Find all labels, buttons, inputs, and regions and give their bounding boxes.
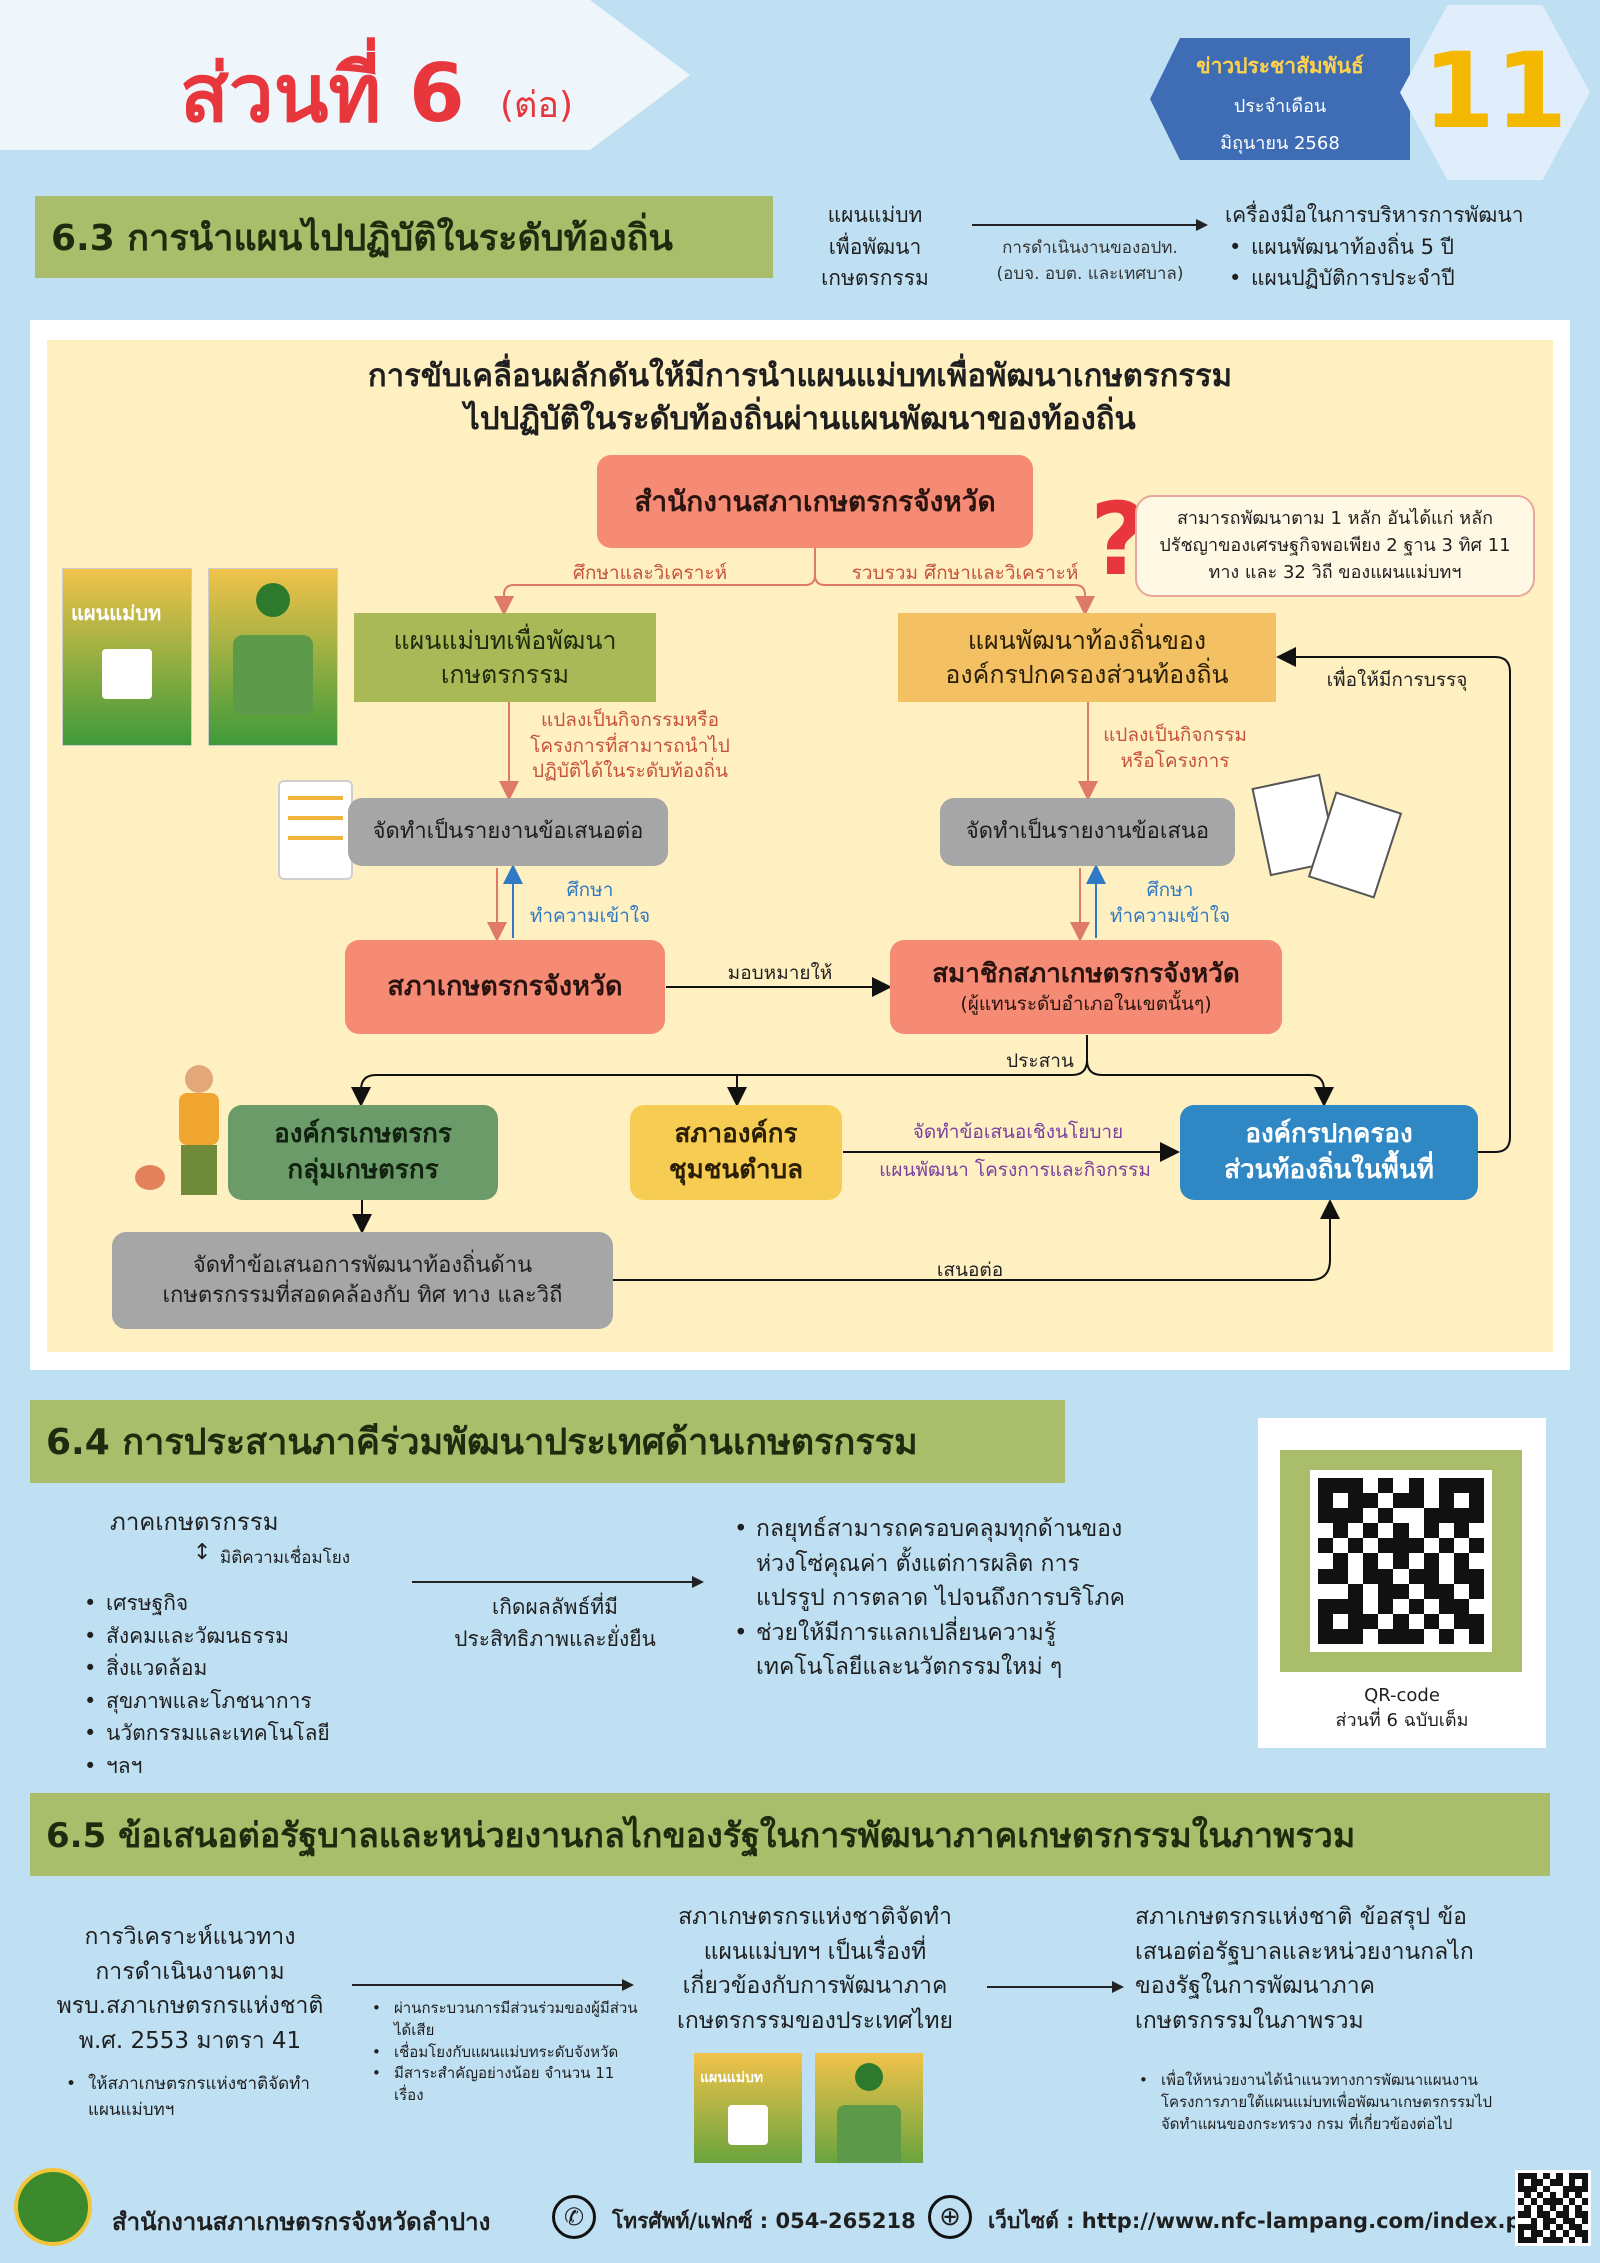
list-item: กลยุทธ์สามารถครอบคลุมทุกด้านของห่วงโซ่คุ… bbox=[730, 1512, 1130, 1616]
list-item: เชื่อมโยงกับแผนแม่บทระดับจังหวัด bbox=[368, 2042, 638, 2064]
label-convert-left: แปลงเป็นกิจกรรมหรือ โครงการที่สามารถนำไป… bbox=[530, 709, 730, 783]
s63-source: แผนแม่บท เพื่อพัฒนา เกษตรกรรม bbox=[821, 203, 929, 290]
council-member-box: สมาชิกสภาเกษตรกรจังหวัด (ผู้แทนระดับอำเภ… bbox=[890, 940, 1282, 1034]
label-study-analyze: ศึกษาและวิเคราะห์ bbox=[572, 562, 728, 584]
list-item: สิ่งแวดล้อม bbox=[80, 1652, 410, 1685]
label-coordinate: ประสาน bbox=[1006, 1050, 1074, 1072]
local-gov-box: องค์กรปกครอง ส่วนท้องถิ่นในพื้นที่ bbox=[1180, 1105, 1478, 1200]
label-propose: เสนอต่อ bbox=[936, 1259, 1004, 1281]
community-council-box: สภาองค์กร ชุมชนตำบล bbox=[630, 1105, 842, 1200]
master-plan-box: แผนแม่บทเพื่อพัฒนา เกษตรกรรม bbox=[354, 613, 656, 702]
s63-arrow bbox=[972, 219, 1208, 231]
council-member-sub: (ผู้แทนระดับอำเภอในเขตนั้นๆ) bbox=[960, 992, 1212, 1015]
label-convert-right: แปลงเป็นกิจกรรม หรือโครงการ bbox=[1103, 724, 1247, 772]
label-study-right: ศึกษา ทำความเข้าใจ bbox=[1109, 879, 1231, 927]
phone-icon: ✆ bbox=[552, 2195, 596, 2239]
section-6-3-heading: 6.3 การนำแผนไปปฏิบัติในระดับท้องถิ่น bbox=[35, 196, 773, 278]
s64-outcomes: กลยุทธ์สามารถครอบคลุมทุกด้านของห่วงโซ่คุ… bbox=[730, 1512, 1130, 1685]
s64-dimensions: เศรษฐกิจ สังคมและวัฒนธรรม สิ่งแวดล้อม สุ… bbox=[80, 1587, 410, 1782]
footer-website[interactable]: เว็บไซต์ : http://www.nfc-lampang.com/in… bbox=[988, 2209, 1551, 2233]
s63-tools-title: เครื่องมือในการบริหารการพัฒนา bbox=[1225, 203, 1524, 227]
list-item: ฯลฯ bbox=[80, 1750, 410, 1783]
list-item: แผนพัฒนาท้องถิ่น 5 ปี bbox=[1225, 232, 1595, 264]
book-title: แผนแม่บท bbox=[71, 601, 162, 625]
label-include: เพื่อให้มีการบรรจุ bbox=[1326, 669, 1468, 691]
flow-title-line1: การขับเคลื่อนผลักดันให้มีการนำแผนแม่บทเพ… bbox=[367, 358, 1233, 394]
qr-code[interactable] bbox=[1310, 1470, 1492, 1652]
list-item: เศรษฐกิจ bbox=[80, 1587, 410, 1620]
footer bbox=[0, 2163, 1600, 2263]
news-month: มิถุนายน 2568 bbox=[1220, 133, 1340, 154]
list-item: ให้สภาเกษตรกรแห่งชาติจัดทำแผนแม่บทฯ bbox=[62, 2072, 332, 2123]
label-assign: มอบหมายให้ bbox=[727, 962, 833, 984]
section-6-5-heading: 6.5 ข้อเสนอต่อรัฐบาลและหน่วยงานกลไกของรั… bbox=[30, 1793, 1550, 1876]
s65-analysis: การวิเคราะห์แนวทาง การดำเนินงานตาม พรบ.ส… bbox=[56, 1924, 324, 2054]
s65-process-list: ผ่านกระบวนการมีส่วนร่วมของผู้มีส่วนได้เส… bbox=[368, 1998, 638, 2107]
updown-arrow-icon: ↕ bbox=[193, 1540, 212, 1565]
globe-icon: ⊕ bbox=[928, 2195, 972, 2239]
plan-book-cover bbox=[208, 568, 338, 746]
report-left-box: จัดทำเป็นรายงานข้อเสนอต่อ bbox=[348, 798, 668, 866]
s64-arrow bbox=[412, 1576, 704, 1588]
s63-tools: เครื่องมือในการบริหารการพัฒนา แผนพัฒนาท้… bbox=[1225, 200, 1595, 295]
provincial-office-box: สำนักงานสภาเกษตรกรจังหวัด bbox=[597, 455, 1033, 548]
list-item: เพื่อให้หน่วยงานได้นำแนวทางการพัฒนาแผนงา… bbox=[1135, 2070, 1515, 2135]
farmer-org-box: องค์กรเกษตรกร กลุ่มเกษตรกร bbox=[228, 1105, 498, 1200]
flow-title-line2: ไปปฏิบัติในระดับท้องถิ่นผ่านแผนพัฒนาของท… bbox=[464, 401, 1136, 438]
master-plan-book-cover: แผนแม่บท bbox=[62, 568, 192, 746]
label-study-left: ศึกษา ทำความเข้าใจ bbox=[529, 879, 651, 927]
s65-arrow-2 bbox=[987, 1981, 1124, 1993]
hen-icon bbox=[135, 1165, 165, 1190]
list-item: นวัตกรรมและเทคโนโลยี bbox=[80, 1717, 410, 1750]
list-item: สังคมและวัฒนธรรม bbox=[80, 1620, 410, 1653]
header-banner bbox=[0, 0, 690, 150]
s65-summary-list: เพื่อให้หน่วยงานได้นำแนวทางการพัฒนาแผนงา… bbox=[1135, 2070, 1515, 2135]
footer-phone[interactable]: โทรศัพท์/แฟกซ์ : 054-265218 bbox=[612, 2209, 916, 2233]
page-title: ส่วนที่ 6 bbox=[180, 47, 465, 140]
label-collect-study-analyze: รวบรวม ศึกษาและวิเคราะห์ bbox=[851, 562, 1079, 584]
s65-summary: สภาเกษตรกรแห่งชาติ ข้อสรุป ข้อ เสนอต่อรั… bbox=[1135, 1904, 1474, 2034]
s65-arrow-1 bbox=[352, 1979, 634, 1991]
list-item: ช่วยให้มีการแลกเปลี่ยนความรู้ เทคโนโลยีแ… bbox=[730, 1616, 1130, 1685]
section-6-4-heading: 6.4 การประสานภาคีร่วมพัฒนาประเทศด้านเกษต… bbox=[30, 1400, 1065, 1483]
s64-sector: ภาคเกษตรกรรม bbox=[110, 1508, 279, 1536]
s65-national: สภาเกษตรกรแห่งชาติจัดทำ แผนแม่บทฯ เป็นเร… bbox=[677, 1904, 953, 2034]
list-item: มีสาระสำคัญอย่างน้อย จำนวน 11 เรื่อง bbox=[368, 2063, 638, 2107]
flow-title: การขับเคลื่อนผลักดันให้มีการนำแผนแม่บทเพ… bbox=[200, 355, 1400, 442]
farmer-icon bbox=[165, 1065, 235, 1200]
proposal-box: จัดทำข้อเสนอการพัฒนาท้องถิ่นด้าน เกษตรกร… bbox=[112, 1232, 613, 1329]
local-plan-box: แผนพัฒนาท้องถิ่นของ องค์กรปกครองส่วนท้อง… bbox=[898, 613, 1276, 702]
council-member-title: สมาชิกสภาเกษตรกรจังหวัด bbox=[932, 958, 1240, 989]
s63-arrow-label: การดำเนินงานของอปท. (อบจ. อบต. และเทศบาล… bbox=[996, 238, 1184, 284]
qr-caption: QR-code ส่วนที่ 6 ฉบับเต็ม bbox=[1335, 1685, 1469, 1732]
s64-arrow-label: เกิดผลลัพธ์ที่มี ประสิทธิภาพและยั่งยืน bbox=[454, 1595, 656, 1651]
footer-org: สำนักงานสภาเกษตรกรจังหวัดลำปาง bbox=[112, 2208, 491, 2236]
s63-tools-list: แผนพัฒนาท้องถิ่น 5 ปี แผนปฏิบัติการประจำ… bbox=[1225, 232, 1595, 295]
label-plan: แผนพัฒนา โครงการและกิจกรรม bbox=[879, 1159, 1151, 1181]
page-title-suffix: (ต่อ) bbox=[500, 85, 574, 126]
checklist-icon bbox=[278, 780, 353, 880]
s64-link-label: มิติความเชื่อมโยง bbox=[220, 1548, 351, 1568]
report-right-box: จัดทำเป็นรายงานข้อเสนอ bbox=[940, 798, 1235, 866]
list-item: ผ่านกระบวนการมีส่วนร่วมของผู้มีส่วนได้เส… bbox=[368, 1998, 638, 2042]
council-logo bbox=[14, 2168, 92, 2246]
news-label: ข่าวประชาสัมพันธ์ bbox=[1196, 54, 1364, 78]
list-item: สุขภาพและโภชนาการ bbox=[80, 1685, 410, 1718]
list-item: แผนปฏิบัติการประจำปี bbox=[1225, 263, 1595, 295]
issue-number: 11 bbox=[1422, 30, 1568, 152]
provincial-council-box: สภาเกษตรกรจังหวัด bbox=[345, 940, 665, 1034]
book-title: แผนแม่บท bbox=[700, 2070, 764, 2086]
news-tag: ข่าวประชาสัมพันธ์ ประจำเดือน มิถุนายน 25… bbox=[1150, 38, 1410, 160]
s65-analysis-list: ให้สภาเกษตรกรแห่งชาติจัดทำแผนแม่บทฯ bbox=[62, 2072, 332, 2123]
news-sub: ประจำเดือน bbox=[1233, 96, 1327, 117]
label-policy: จัดทำข้อเสนอเชิงนโยบาย bbox=[912, 1121, 1124, 1143]
principle-note: สามารถพัฒนาตาม 1 หลัก อันได้แก่ หลักปรัช… bbox=[1135, 495, 1535, 597]
flow-connectors bbox=[351, 548, 1511, 1281]
footer-qr-code[interactable] bbox=[1515, 2170, 1591, 2246]
